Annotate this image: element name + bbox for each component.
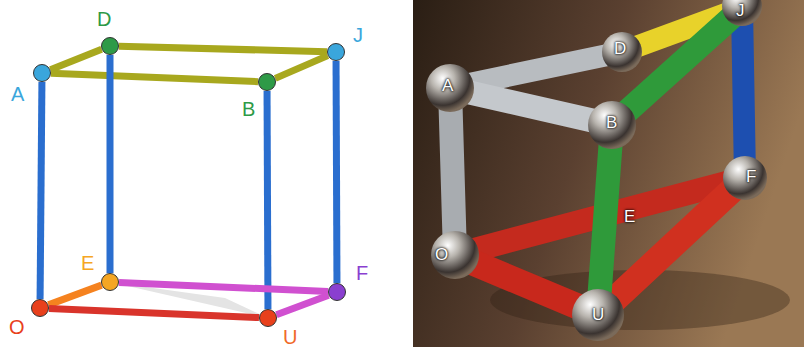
vertex-dot: J [327, 43, 345, 61]
vertex-label: A [11, 84, 24, 104]
frame-edge [333, 61, 341, 283]
vertex-dot: A [33, 64, 51, 82]
photo-label: J [736, 2, 745, 20]
vertex-dot: F [328, 283, 346, 301]
frame-edge [107, 55, 114, 273]
frame-edge [40, 82, 42, 299]
frame-edge [49, 308, 259, 317]
frame-edge [264, 91, 272, 309]
vertex-label: E [81, 253, 94, 273]
vertex-label: O [9, 317, 25, 337]
vertex-label: F [356, 263, 368, 283]
vertex-dot: O [31, 299, 49, 317]
frame-edge [50, 49, 101, 69]
photo-label: D [614, 40, 626, 58]
vertex-dot: U [259, 309, 277, 327]
photo-label: U [592, 306, 604, 324]
magnet-rods [450, 8, 745, 315]
photo-label: B [606, 114, 617, 132]
frame-edge [119, 46, 327, 52]
frame-edge [119, 282, 328, 291]
vertex-dot: E [101, 273, 119, 291]
photo-background [413, 0, 804, 347]
vertex-dot: B [258, 73, 276, 91]
magnet-balls [426, 0, 767, 341]
photo-label: O [435, 246, 448, 264]
vertex-label: J [353, 25, 363, 45]
frame-edge [275, 56, 327, 79]
frame-edge [276, 295, 328, 315]
photo-label: F [746, 168, 756, 186]
vertex-label: B [242, 99, 255, 119]
vertex-dot: D [101, 37, 119, 55]
photo-label: A [442, 77, 453, 95]
photo-label: E [624, 208, 635, 226]
frame-edge [48, 285, 101, 305]
vertex-label: U [283, 327, 297, 347]
vertex-label: D [97, 9, 111, 29]
frame-edge [51, 73, 258, 81]
